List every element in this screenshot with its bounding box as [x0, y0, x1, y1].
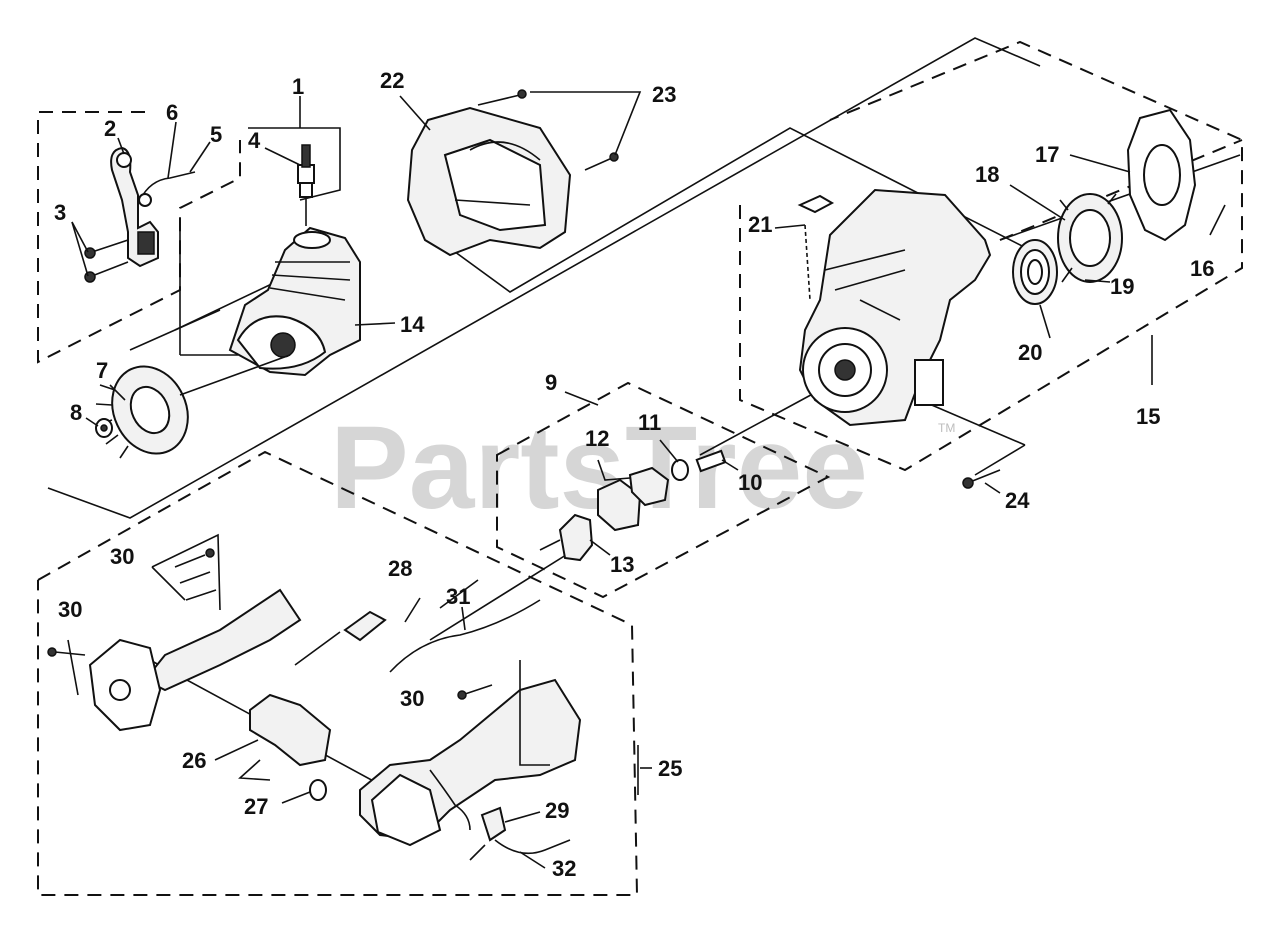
callout-10: 10	[738, 470, 762, 495]
callout-25: 25	[658, 756, 682, 781]
part-throttle-cable-31	[389, 599, 541, 673]
callout-32: 32	[552, 856, 576, 881]
callout-4: 4	[248, 128, 261, 153]
callout-22: 22	[380, 68, 404, 93]
callout-16: 16	[1190, 256, 1214, 281]
part-trigger-26	[238, 693, 332, 781]
callout-27: 27	[244, 794, 268, 819]
callout-2: 2	[104, 116, 116, 141]
part-wire-6	[138, 171, 196, 207]
part-starter-cover	[1126, 108, 1197, 242]
callout-28: 28	[388, 556, 412, 581]
callout-30-left: 30	[58, 597, 82, 622]
callout-30-top: 30	[110, 544, 134, 569]
part-clutch-drum-13	[539, 513, 594, 562]
callout-12: 12	[585, 426, 609, 451]
part-screw-24	[962, 469, 1001, 489]
part-recoil-spring	[1012, 239, 1058, 305]
part-rear-handle	[359, 678, 582, 847]
part-grip-28	[294, 610, 387, 666]
watermark-trademark: TM	[938, 421, 955, 435]
callout-24: 24	[1005, 488, 1030, 513]
callout-6: 6	[166, 100, 178, 125]
callout-5: 5	[210, 122, 222, 147]
part-pulley	[1057, 193, 1123, 283]
part-switch-29	[469, 806, 571, 861]
part-ignition-module	[110, 146, 159, 268]
callout-14: 14	[400, 312, 425, 337]
callout-17: 17	[1035, 142, 1059, 167]
callout-23: 23	[652, 82, 676, 107]
callout-labels: 1 2 3 4 5 6 7 8 9 10 11 12 13 14 15 16 1…	[54, 68, 1214, 881]
callout-13: 13	[610, 552, 634, 577]
part-flywheel	[95, 354, 291, 459]
callout-3: 3	[54, 200, 66, 225]
callout-29: 29	[545, 798, 569, 823]
part-engine-shroud	[406, 106, 572, 257]
callout-8: 8	[70, 400, 82, 425]
callout-30-mid: 30	[400, 686, 424, 711]
part-spark-plug	[297, 144, 315, 226]
callout-9: 9	[545, 370, 557, 395]
callout-26: 26	[182, 748, 206, 773]
clutch-group-outline	[496, 381, 831, 599]
callout-21: 21	[748, 212, 772, 237]
starter-group-outline	[739, 40, 1243, 472]
callout-31: 31	[446, 584, 470, 609]
assembly-lines	[47, 37, 1241, 791]
callout-7: 7	[96, 358, 108, 383]
part-screws-23	[477, 89, 619, 171]
part-washer-8	[95, 418, 113, 438]
callout-15: 15	[1136, 404, 1160, 429]
part-shaft-10	[695, 449, 727, 473]
part-starter-housing	[798, 188, 992, 427]
part-screws-3	[84, 239, 129, 283]
callout-leaders	[67, 91, 1226, 869]
part-pawl-21	[797, 194, 835, 301]
callout-19: 19	[1110, 274, 1134, 299]
part-nut-27	[309, 779, 327, 801]
callout-20: 20	[1018, 340, 1042, 365]
part-engine	[228, 226, 361, 377]
callout-18: 18	[975, 162, 999, 187]
part-clutch-shoes-12	[597, 466, 670, 532]
callout-1: 1	[292, 74, 304, 99]
part-housing-half	[88, 588, 302, 732]
part-screws-30	[47, 548, 493, 700]
housing-group-outline	[37, 450, 639, 896]
callout-11: 11	[638, 410, 661, 435]
part-washer-11	[671, 459, 689, 481]
